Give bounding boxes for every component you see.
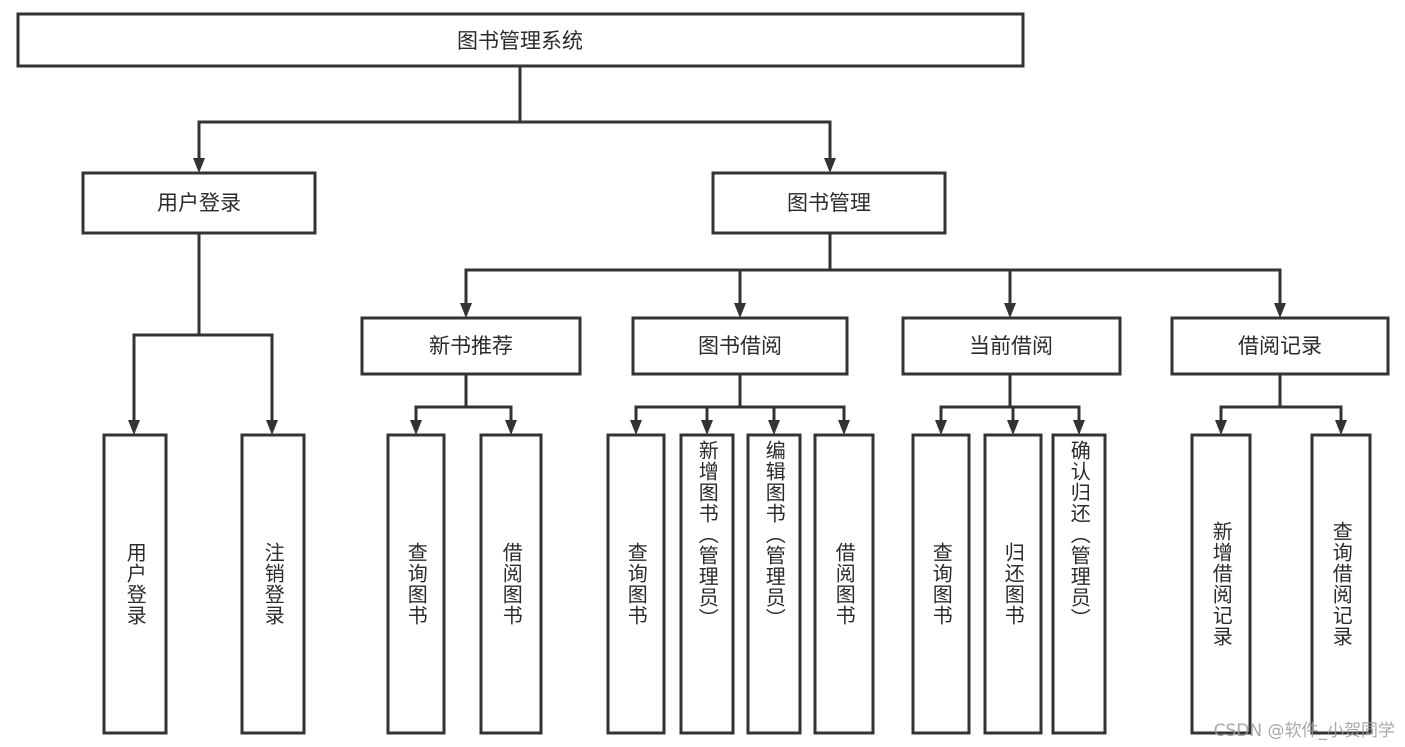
arrow-to-leaf-borrow-book-2 (838, 420, 850, 435)
node-leaf-borrow-book-1-box[interactable] (479, 433, 543, 735)
node-current-borrow-box[interactable] (901, 316, 1122, 376)
arrow-to-leaf-confirm-return (1073, 420, 1085, 435)
node-leaf-add-record-box[interactable] (1190, 433, 1252, 735)
node-borrow-record-label: 借阅记录 (1238, 334, 1322, 358)
arrow-to-leaf-query-book-1 (410, 420, 422, 435)
node-leaf-return-book-box[interactable] (983, 433, 1043, 735)
node-user-login-label: 用户登录 (157, 191, 241, 215)
connectors-root-to-level2 (193, 64, 836, 173)
arrow-to-leaf-edit-book (768, 420, 780, 435)
arrow-to-leaf-borrow-book-1 (505, 420, 517, 435)
node-root-label: 图书管理系统 (457, 29, 583, 53)
node-book-borrow-label: 图书借阅 (698, 334, 782, 358)
node-leaf-query-record-box[interactable] (1310, 433, 1372, 735)
node-book-borrow-box[interactable] (631, 316, 849, 376)
node-borrow-record-box[interactable] (1170, 316, 1390, 376)
arrow-to-leaf-add-book (701, 420, 713, 435)
node-leaf-user-login-box[interactable] (102, 433, 168, 735)
node-current-borrow-label: 当前借阅 (969, 334, 1053, 358)
node-root-box[interactable] (16, 12, 1025, 68)
arrow-to-leaf-user-logout (266, 420, 278, 435)
node-leaf-query-book-2-box[interactable] (606, 433, 666, 735)
node-new-book-rec-box[interactable] (360, 316, 582, 376)
arrow-to-leaf-query-book-3 (935, 420, 947, 435)
connectors-bookborrow-to-leaves (630, 372, 850, 435)
arrow-to-new-book-rec (460, 303, 472, 318)
connectors-newbookrec-to-leaves (410, 372, 517, 435)
node-new-book-rec-label: 新书推荐 (429, 334, 513, 358)
node-leaf-query-book-3-box[interactable] (911, 433, 971, 735)
node-user-login-box[interactable] (81, 171, 317, 235)
node-leaf-query-book-1-box[interactable] (386, 433, 446, 735)
node-leaf-user-logout-box[interactable] (240, 433, 306, 735)
arrow-to-book-borrow (734, 303, 746, 318)
arrow-to-leaf-query-record (1335, 420, 1347, 435)
arrow-to-leaf-return-book (1007, 420, 1019, 435)
connectors-borrowrecord-to-leaves (1215, 372, 1347, 435)
node-leaf-confirm-return-box[interactable] (1051, 433, 1107, 735)
arrow-to-leaf-user-login (128, 420, 140, 435)
arrow-to-leaf-query-book-2 (630, 420, 642, 435)
node-book-manage-box[interactable] (711, 171, 947, 235)
arrow-to-user-login (193, 158, 205, 173)
node-book-manage-label: 图书管理 (787, 191, 871, 215)
arrow-to-leaf-add-record (1215, 420, 1227, 435)
arrow-to-current-borrow (1004, 303, 1016, 318)
connectors-currentborrow-to-leaves (935, 372, 1085, 435)
connectors-bookmanage-to-level3 (460, 231, 1286, 318)
connectors-userlogin-to-leaves (128, 231, 278, 435)
node-leaf-add-book-box[interactable] (679, 433, 735, 735)
node-leaf-edit-book-box[interactable] (746, 433, 802, 735)
arrow-to-borrow-record (1274, 303, 1286, 318)
arrow-to-book-manage (824, 158, 836, 173)
node-leaf-borrow-book-2-box[interactable] (813, 433, 875, 735)
